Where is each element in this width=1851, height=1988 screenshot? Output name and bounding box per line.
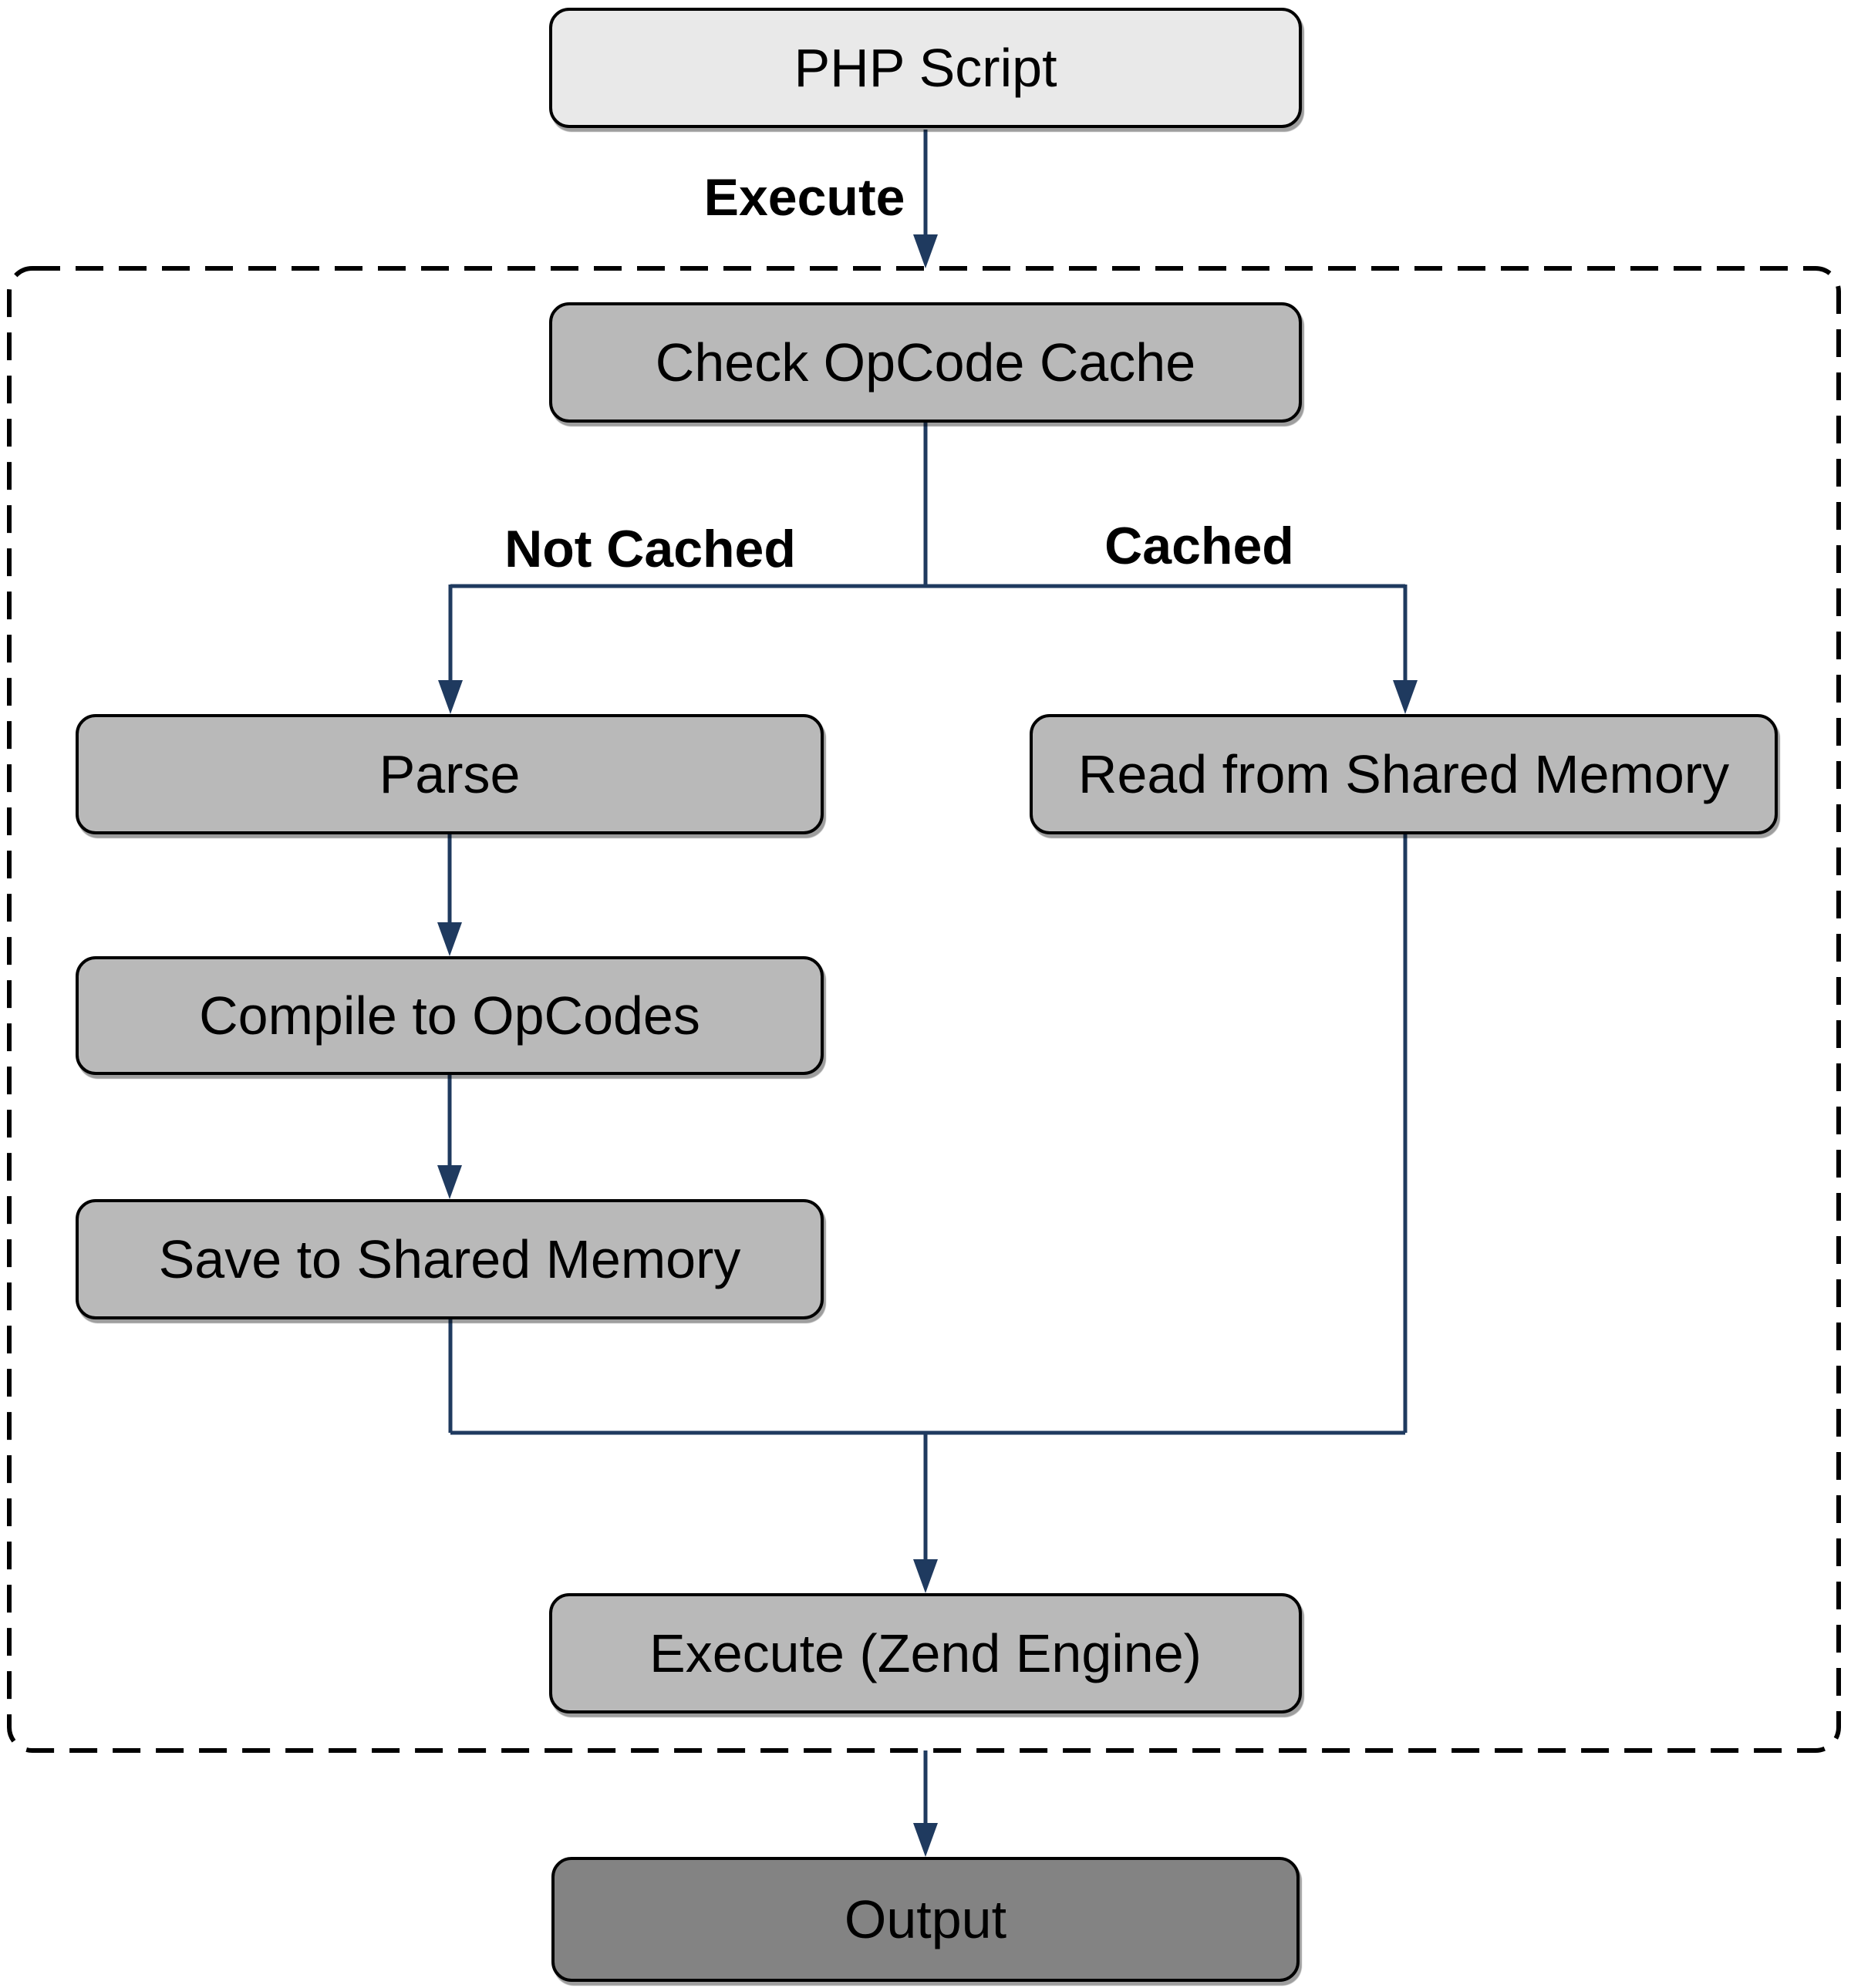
node-execute-zend-engine: Execute (Zend Engine) <box>549 1593 1302 1713</box>
node-check-opcode-cache: Check OpCode Cache <box>549 302 1302 423</box>
arrowhead-split-to-read <box>1393 680 1418 714</box>
node-save-to-shared-memory: Save to Shared Memory <box>76 1199 824 1319</box>
node-php-script: PHP Script <box>549 8 1302 128</box>
dashed-cache-boundary <box>7 266 1841 1753</box>
node-compile-to-opcodes: Compile to OpCodes <box>76 956 824 1075</box>
edge-label-execute: Execute <box>703 168 905 227</box>
arrowhead-phpscript-to-check <box>913 234 938 268</box>
arrowhead-compile-to-save <box>437 1165 462 1199</box>
node-output: Output <box>551 1857 1300 1982</box>
node-read-from-shared-memory: Read from Shared Memory <box>1030 714 1778 834</box>
arrowhead-execute-to-output <box>913 1823 938 1857</box>
edge-label-not-cached: Not Cached <box>504 520 796 578</box>
arrowhead-split-to-parse <box>438 680 463 714</box>
node-parse: Parse <box>76 714 824 834</box>
arrowhead-merge-to-execute <box>913 1559 938 1593</box>
arrowhead-parse-to-compile <box>437 922 462 956</box>
edge-label-cached: Cached <box>1104 517 1294 575</box>
